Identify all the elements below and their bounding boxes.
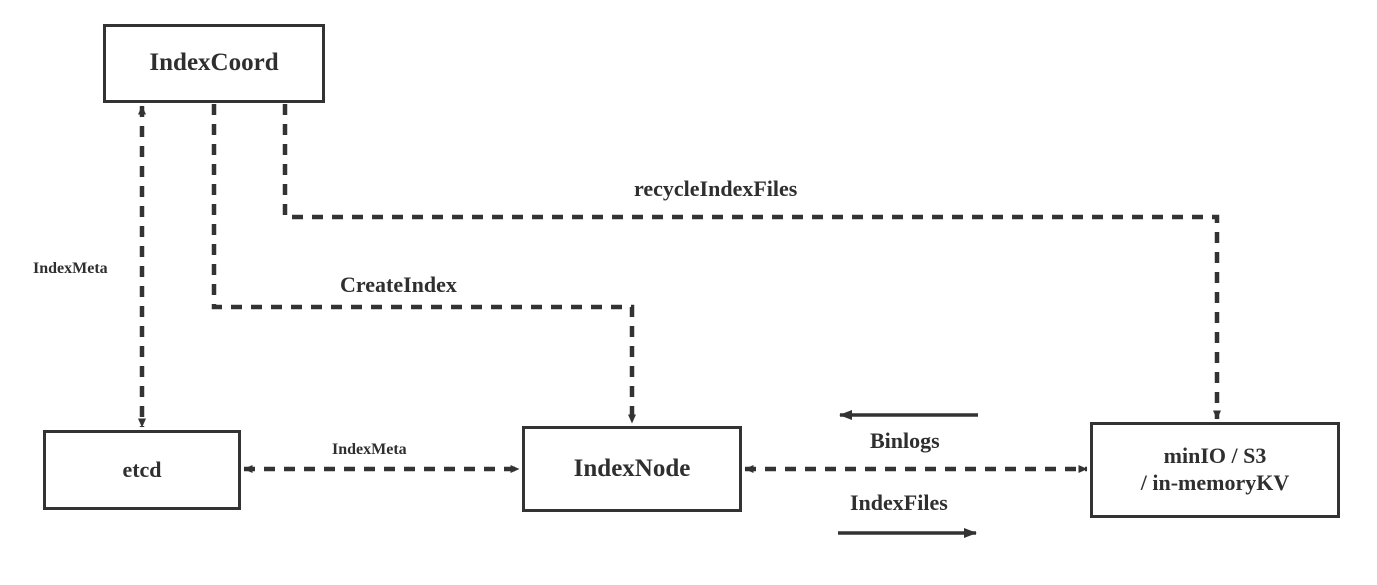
edge-label-binlogs: Binlogs bbox=[866, 428, 944, 454]
node-indexnode-label: IndexNode bbox=[573, 454, 691, 482]
edge-label-recycleindexfiles: recycleIndexFiles bbox=[630, 176, 802, 202]
edge-indexcoord-indexnode-createindex bbox=[211, 104, 636, 424]
edge-label-indexmeta-coord-etcd: IndexMeta bbox=[29, 260, 112, 278]
edge-label-indexmeta-etcd-indexnode: IndexMeta bbox=[328, 441, 411, 459]
node-indexcoord-label: IndexCoord bbox=[149, 49, 279, 77]
node-indexnode[interactable]: IndexNode bbox=[522, 426, 742, 512]
node-minio[interactable]: minIO / S3 / in-memoryKV bbox=[1090, 422, 1340, 518]
node-etcd[interactable]: etcd bbox=[43, 430, 241, 510]
node-indexcoord[interactable]: IndexCoord bbox=[103, 24, 325, 103]
edge-indexcoord-minio-recycleindexfiles bbox=[282, 104, 1221, 420]
edge-label-createindex: CreateIndex bbox=[336, 272, 461, 298]
node-minio-label: minIO / S3 / in-memoryKV bbox=[1140, 443, 1290, 495]
edge-label-indexfiles: IndexFiles bbox=[846, 490, 952, 516]
node-etcd-label: etcd bbox=[122, 456, 162, 482]
